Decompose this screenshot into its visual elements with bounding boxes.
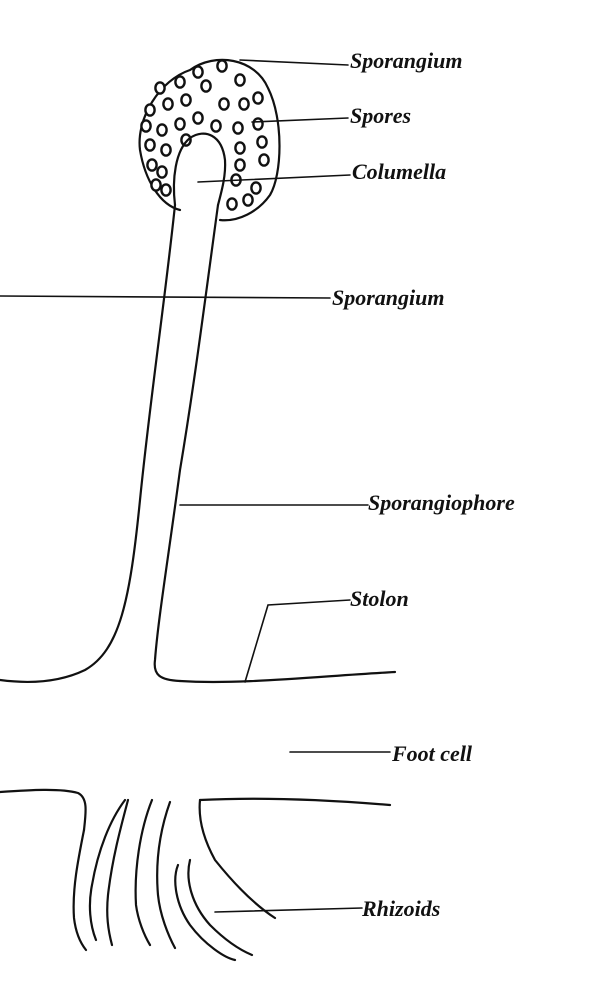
hypha-left: [0, 788, 87, 832]
leader-columella: [197, 174, 351, 183]
rhizoid-5: [156, 800, 177, 950]
rhizoid-6: [174, 863, 237, 962]
spore: [160, 183, 172, 197]
spore: [232, 121, 244, 135]
spore: [144, 103, 156, 117]
label-columella: Columella: [352, 159, 447, 184]
label-stolon: Stolon: [350, 586, 409, 611]
hypha-right: [198, 797, 392, 807]
label-foot-cell: Foot cell: [392, 741, 473, 766]
spore: [256, 135, 268, 149]
rhizoid-8: [198, 798, 277, 920]
sporangiophore-left-wall: [0, 203, 177, 683]
leader-sporangium-mid: [0, 295, 331, 299]
spore: [180, 93, 192, 107]
label-sporangium-mid: Sporangium: [332, 285, 445, 310]
leader-sporangium-top: [239, 59, 349, 66]
rhizoid-2: [88, 798, 127, 942]
spore: [174, 117, 186, 131]
spore: [252, 117, 264, 131]
label-sporangium-top: Sporangium: [350, 48, 463, 73]
spore: [252, 91, 264, 105]
leader-rhizoids: [214, 907, 363, 913]
spore: [226, 197, 238, 211]
spore: [192, 111, 204, 125]
spore: [234, 158, 246, 172]
stolon-line: [178, 670, 397, 684]
spore: [210, 119, 222, 133]
spore: [238, 97, 250, 111]
spore: [174, 75, 186, 89]
spore: [218, 97, 230, 111]
spore: [258, 153, 270, 167]
spore: [144, 138, 156, 152]
label-rhizoids: Rhizoids: [362, 896, 441, 921]
spore: [140, 119, 152, 133]
leader-stolon: [244, 599, 351, 683]
spores-cluster: [140, 59, 270, 211]
leader-spores: [251, 117, 349, 123]
sporangium-outline: [138, 58, 281, 222]
spore: [162, 97, 174, 111]
spore: [146, 158, 158, 172]
label-sporangiophore: Sporangiophore: [368, 490, 515, 515]
rhizoid-1: [72, 828, 88, 952]
spore: [242, 193, 254, 207]
spore: [154, 81, 166, 95]
rhizoid-7: [187, 858, 254, 957]
label-spores: Spores: [350, 103, 412, 128]
rhizoid-3: [106, 798, 130, 947]
spore: [234, 141, 246, 155]
spore: [180, 133, 192, 147]
rhizoid-4: [134, 798, 154, 947]
spore: [160, 143, 172, 157]
spore: [234, 73, 246, 87]
spore: [200, 79, 212, 93]
spore: [156, 165, 168, 179]
spore: [192, 65, 204, 79]
sporangiophore-right-wall: [153, 203, 220, 683]
spore: [250, 181, 262, 195]
spore: [150, 178, 162, 192]
spore: [156, 123, 168, 137]
spore: [216, 59, 228, 73]
